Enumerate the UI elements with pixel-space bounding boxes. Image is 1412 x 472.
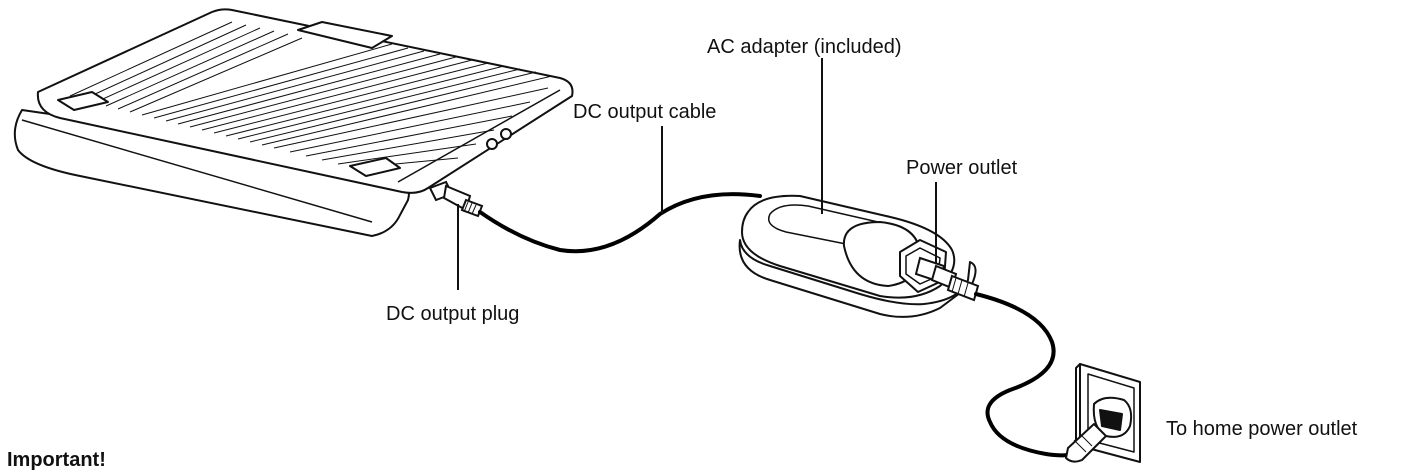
dc-output-cable	[478, 192, 762, 254]
leader-lines	[457, 58, 937, 290]
ac-adapter	[738, 194, 977, 318]
dc-output-cable-label: DC output cable	[573, 101, 717, 123]
dc-output-plug-label: DC output plug	[386, 303, 520, 325]
wall-plug	[1065, 396, 1133, 463]
lid-ribs	[69, 21, 553, 169]
ac-inlet-plug	[914, 256, 980, 302]
power-cord	[974, 292, 1088, 458]
important-heading: Important!	[7, 449, 106, 471]
home-power-outlet-label: To home power outlet	[1166, 418, 1358, 440]
power-outlet-label: Power outlet	[906, 157, 1018, 179]
portable-player	[13, 8, 574, 237]
ac-adapter-label: AC adapter (included)	[707, 36, 902, 58]
dc-output-plug	[428, 180, 484, 218]
